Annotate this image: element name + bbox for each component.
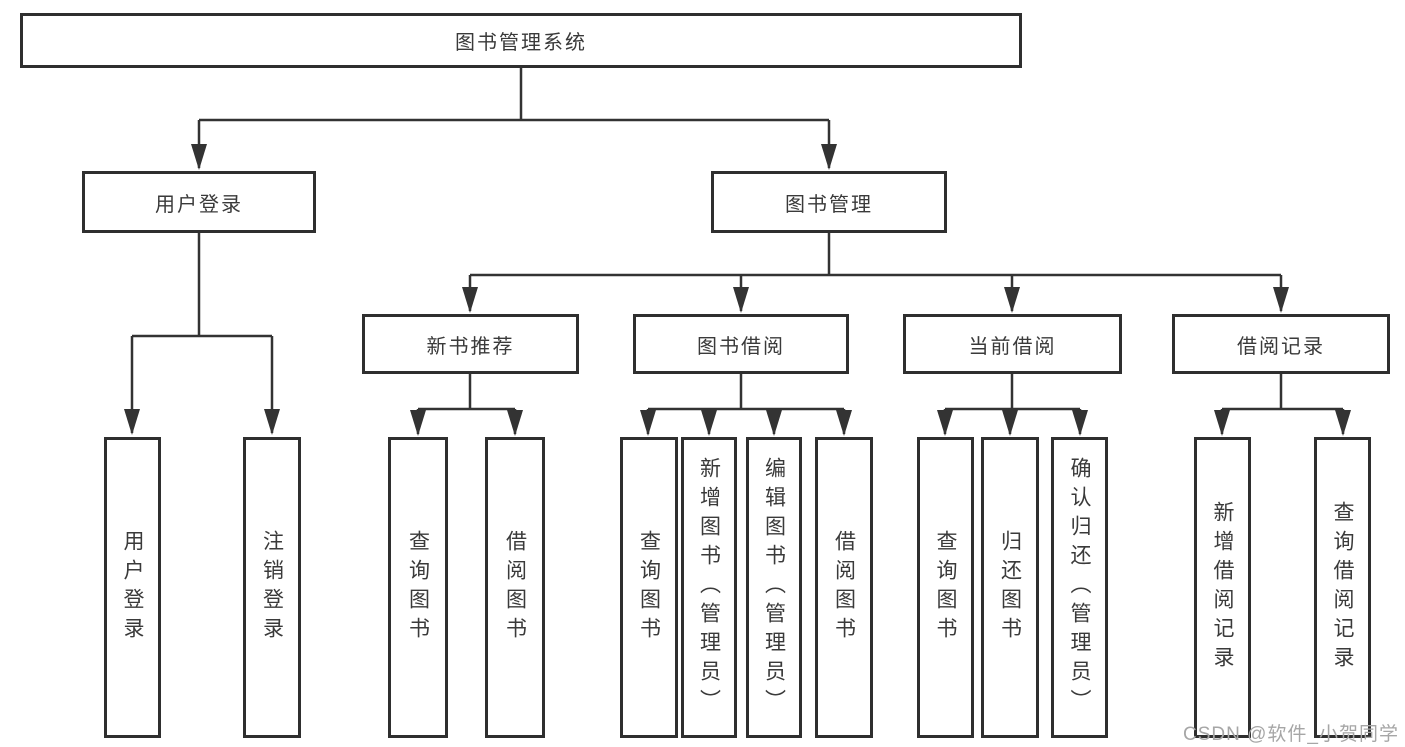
leaf-add-borrow-record: 新增借阅记录 — [1194, 437, 1251, 738]
node-current-borrow: 当前借阅 — [903, 314, 1122, 374]
leaf-confirm-return-admin: 确认归还（管理员） — [1051, 437, 1108, 738]
leaf-edit-book-admin: 编辑图书（管理员） — [746, 437, 802, 738]
leaf-query-book-current: 查询图书 — [917, 437, 974, 738]
leaf-add-book-admin: 新增图书（管理员） — [681, 437, 737, 738]
leaf-logout: 注销登录 — [243, 437, 301, 738]
leaf-query-book-borrow: 查询图书 — [620, 437, 678, 738]
node-borrow-records: 借阅记录 — [1172, 314, 1390, 374]
node-root: 图书管理系统 — [20, 13, 1022, 68]
leaf-borrow-book-recommend: 借阅图书 — [485, 437, 545, 738]
node-book-borrow: 图书借阅 — [633, 314, 849, 374]
leaf-user-login: 用户登录 — [104, 437, 161, 738]
leaf-query-borrow-record: 查询借阅记录 — [1314, 437, 1371, 738]
leaf-borrow-book: 借阅图书 — [815, 437, 873, 738]
node-user-login: 用户登录 — [82, 171, 316, 233]
leaf-return-book: 归还图书 — [981, 437, 1039, 738]
node-book-management: 图书管理 — [711, 171, 947, 233]
leaf-query-book-recommend: 查询图书 — [388, 437, 448, 738]
csdn-watermark: CSDN @软件_小贺同学 — [1183, 724, 1399, 745]
node-new-book-recommend: 新书推荐 — [362, 314, 579, 374]
